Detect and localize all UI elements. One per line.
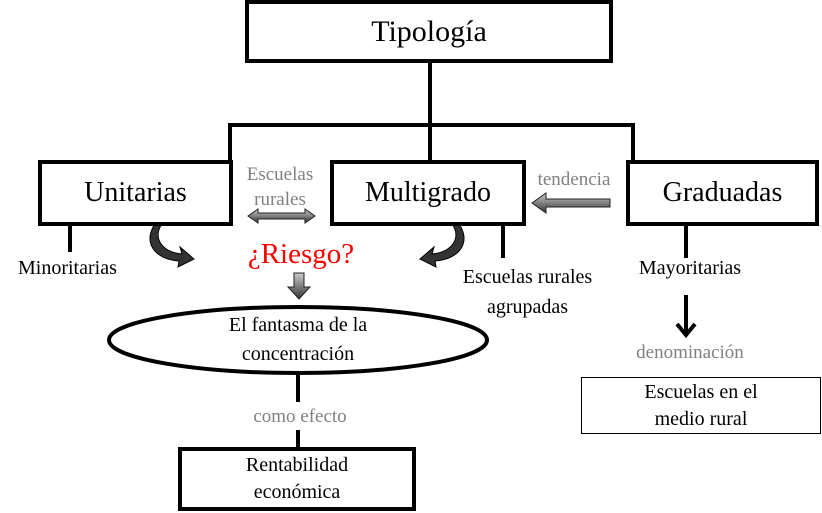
rural-schools-box: Escuelas en el medio rural: [581, 377, 821, 434]
result-box: Rentabilidad económica: [178, 447, 416, 511]
rural-schools-line2: medio rural: [654, 407, 748, 430]
node-unitarias: Unitarias: [38, 160, 233, 226]
node-multigrado: Multigrado: [330, 160, 526, 226]
result-line2: económica: [253, 481, 341, 503]
result-line1: Rentabilidad: [245, 454, 349, 476]
risk-label: ¿Riesgo?: [247, 238, 355, 270]
effect-label: como efecto: [253, 406, 347, 427]
denomination-label: denominación: [636, 342, 744, 363]
curved-arrow-icon: [149, 223, 195, 268]
multigrado-note-line1: Escuelas rurales: [462, 266, 593, 288]
ellipse-line1: El fantasma de la: [228, 314, 368, 336]
rural-schools-line1: Escuelas en el: [644, 380, 758, 403]
down-arrow-icon: [286, 272, 312, 300]
left-arrow-icon: [531, 192, 611, 214]
tendency-label: tendencia: [537, 169, 611, 190]
unitarias-note: Minoritarias: [18, 257, 117, 279]
double-arrow-icon: [247, 208, 316, 224]
link-label-line1: Escuelas: [246, 164, 314, 185]
graduadas-note: Mayoritarias: [638, 257, 742, 279]
link-label-line2: rurales: [254, 189, 306, 210]
ellipse-shape: [107, 305, 489, 375]
node-graduadas: Graduadas: [626, 160, 819, 226]
multigrado-note-line2: agrupadas: [486, 296, 569, 318]
ellipse-line2: concentración: [241, 343, 355, 365]
root-node: Tipología: [245, 0, 613, 63]
curved-arrow-icon: [419, 223, 465, 268]
down-arrow-icon: [675, 295, 697, 339]
